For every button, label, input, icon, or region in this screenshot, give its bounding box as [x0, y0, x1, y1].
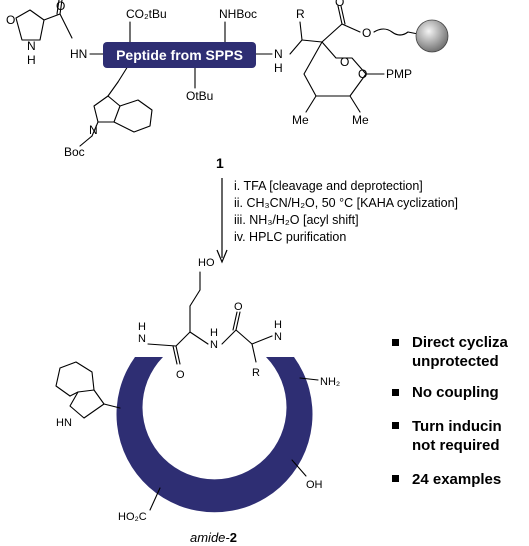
bullet-square-icon [392, 422, 399, 429]
atom-label: N [274, 47, 283, 61]
atom-label: OH [306, 479, 323, 491]
macrocycle-ring [116, 357, 313, 513]
atom-label: O [6, 13, 15, 27]
atom-label: O [358, 67, 367, 81]
peptide-box [103, 42, 256, 68]
atom-label: R [252, 367, 260, 379]
atom-label: R [296, 7, 305, 21]
atom-label: O [335, 0, 344, 9]
feature-text: No coupling [412, 384, 499, 401]
bullet-square-icon [392, 339, 399, 346]
peptide-box-label: Peptide from SPPS [116, 47, 243, 63]
feature-text: 24 examples [412, 471, 501, 488]
atom-label: Me [352, 113, 369, 127]
product-structure: HO N H O N H O N H R NH₂ OH HN HO₂C amid… [55, 257, 340, 545]
atom-label: N [138, 333, 146, 345]
reaction-conditions: i. TFA [cleavage and deprotection] ii. C… [234, 179, 458, 244]
atom-label: H [274, 61, 283, 75]
condition-step: i. TFA [cleavage and deprotection] [234, 179, 423, 193]
compound-number: 1 [216, 155, 224, 171]
atom-label: NH₂ [320, 376, 340, 388]
reaction-arrow [216, 178, 228, 264]
atom-label: N [274, 331, 282, 343]
resin-bead-icon [415, 19, 449, 53]
bullet-square-icon [392, 389, 399, 396]
atom-label: N [89, 123, 98, 137]
atom-label: O [234, 301, 243, 313]
atom-label: HN [56, 417, 72, 429]
feature-text: not required [412, 437, 500, 454]
atom-label: H [27, 53, 36, 67]
feature-text: unprotected [412, 353, 499, 370]
atom-label: Me [292, 113, 309, 127]
atom-label: O [362, 26, 371, 40]
atom-label: HO [198, 257, 215, 269]
atom-label: H [210, 327, 218, 339]
feature-text: Direct cycliza [412, 334, 509, 351]
atom-label: O [340, 55, 349, 69]
atom-label: CO₂tBu [126, 7, 167, 21]
condition-step: iii. NH₃/H₂O [acyl shift] [234, 213, 359, 227]
atom-label: H [138, 321, 146, 333]
feature-text: Turn inducin [412, 418, 502, 435]
atom-label: NHBoc [219, 7, 257, 21]
condition-step: iv. HPLC purification [234, 230, 346, 244]
atom-label: HO₂C [118, 511, 147, 523]
atom-label: N [27, 39, 36, 53]
atom-label: OtBu [186, 89, 213, 103]
bullet-square-icon [392, 475, 399, 482]
product-label: amide-2 [190, 530, 237, 545]
atom-label: O [56, 0, 65, 13]
atom-label: HN [70, 47, 87, 61]
atom-label: Boc [64, 145, 85, 159]
atom-label: H [274, 319, 282, 331]
atom-label: N [210, 339, 218, 351]
atom-label: PMP [386, 67, 412, 81]
condition-step: ii. CH₃CN/H₂O, 50 °C [KAHA cyclization] [234, 196, 458, 210]
precursor-structure: Peptide from SPPS O N H O HN CO₂tBu NHBo… [6, 0, 449, 171]
feature-list: Direct cycliza unprotected No coupling T… [392, 334, 509, 488]
atom-label: O [176, 369, 185, 381]
